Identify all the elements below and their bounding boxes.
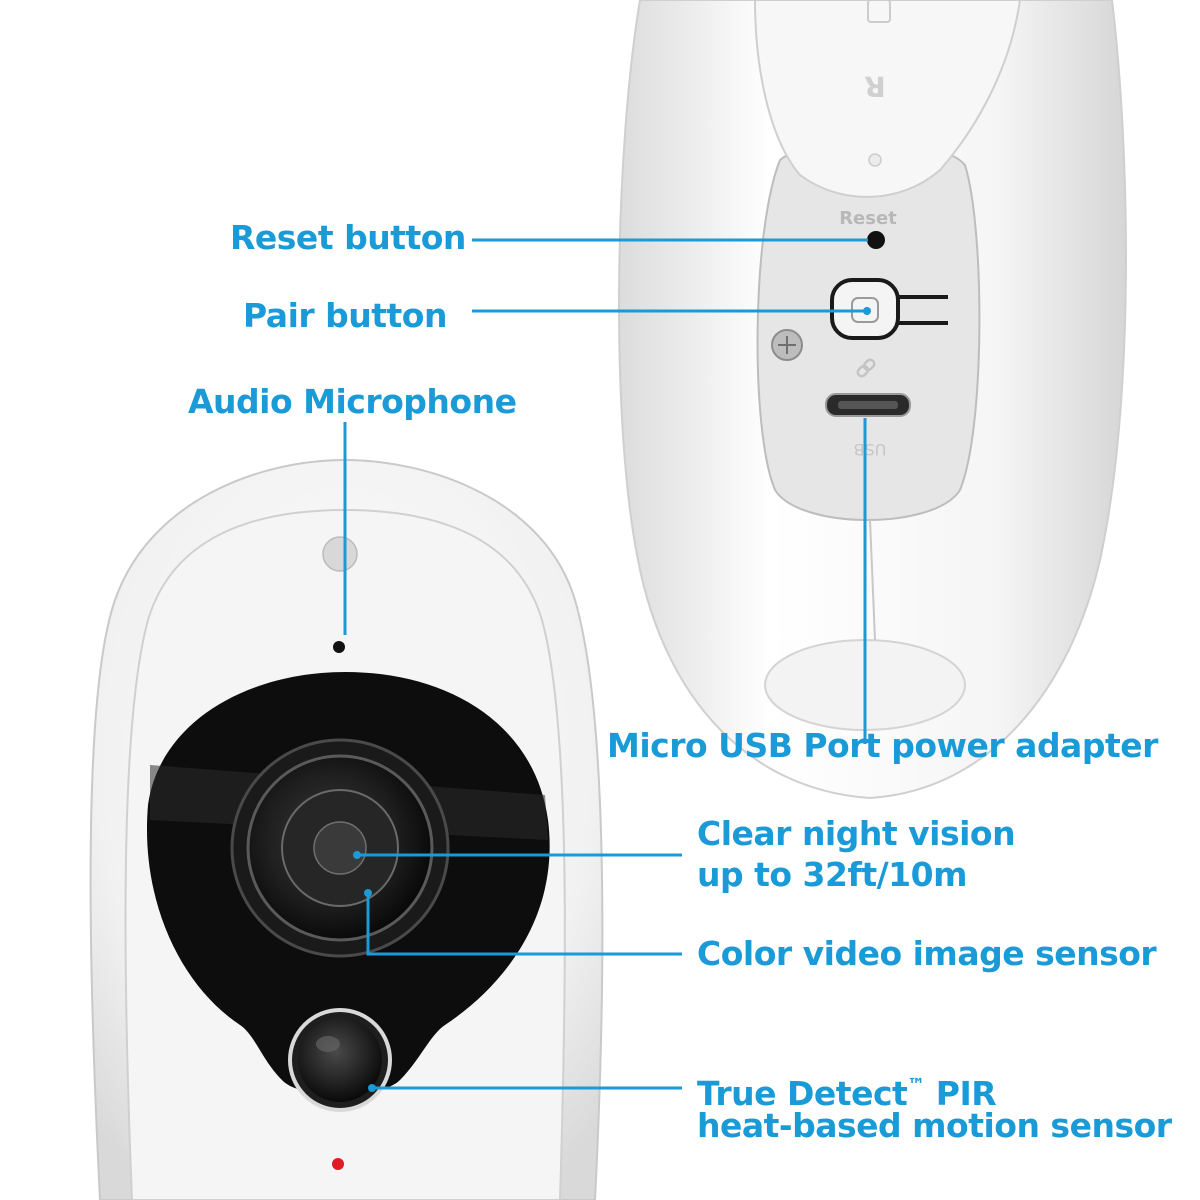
usb-marking: USB: [854, 440, 887, 459]
reset-hole: [867, 231, 885, 249]
seam-line: [869, 519, 876, 641]
trademark-symbol: ™: [907, 1075, 925, 1096]
callout-pir-line1: True Detect™ PIR: [697, 1066, 997, 1114]
callout-micro-usb: Micro USB Port power adapter: [607, 726, 1158, 765]
callout-night-vision-line1: Clear night vision: [697, 814, 1016, 853]
callout-audio-microphone: Audio Microphone: [188, 382, 517, 421]
camera-back-view: R Reset USB: [618, 0, 1127, 800]
lens-center: [313, 821, 367, 875]
callout-pir-suffix: PIR: [924, 1074, 997, 1113]
leader-color-sensor: [366, 895, 682, 956]
strap-dot: [868, 153, 882, 167]
status-led: [332, 1158, 344, 1170]
callout-pair-button: Pair button: [243, 296, 447, 335]
strap-letter: R: [864, 70, 886, 103]
microphone-hole: [333, 641, 345, 653]
camera-front-view: [89, 458, 604, 1200]
mount-strap: [753, 0, 1022, 198]
strap-notch: [867, 0, 891, 23]
callout-night-vision-line2: up to 32ft/10m: [697, 855, 967, 894]
link-icon: [856, 358, 876, 378]
leader-lines: [343, 238, 868, 1090]
light-sensor: [322, 536, 358, 572]
reset-marking: Reset: [839, 208, 897, 229]
callout-pir-name: True Detect: [697, 1074, 908, 1113]
callout-reset-button: Reset button: [230, 218, 466, 257]
callout-color-sensor: Color video image sensor: [697, 934, 1157, 973]
callout-pir-line2: heat-based motion sensor: [697, 1106, 1172, 1145]
